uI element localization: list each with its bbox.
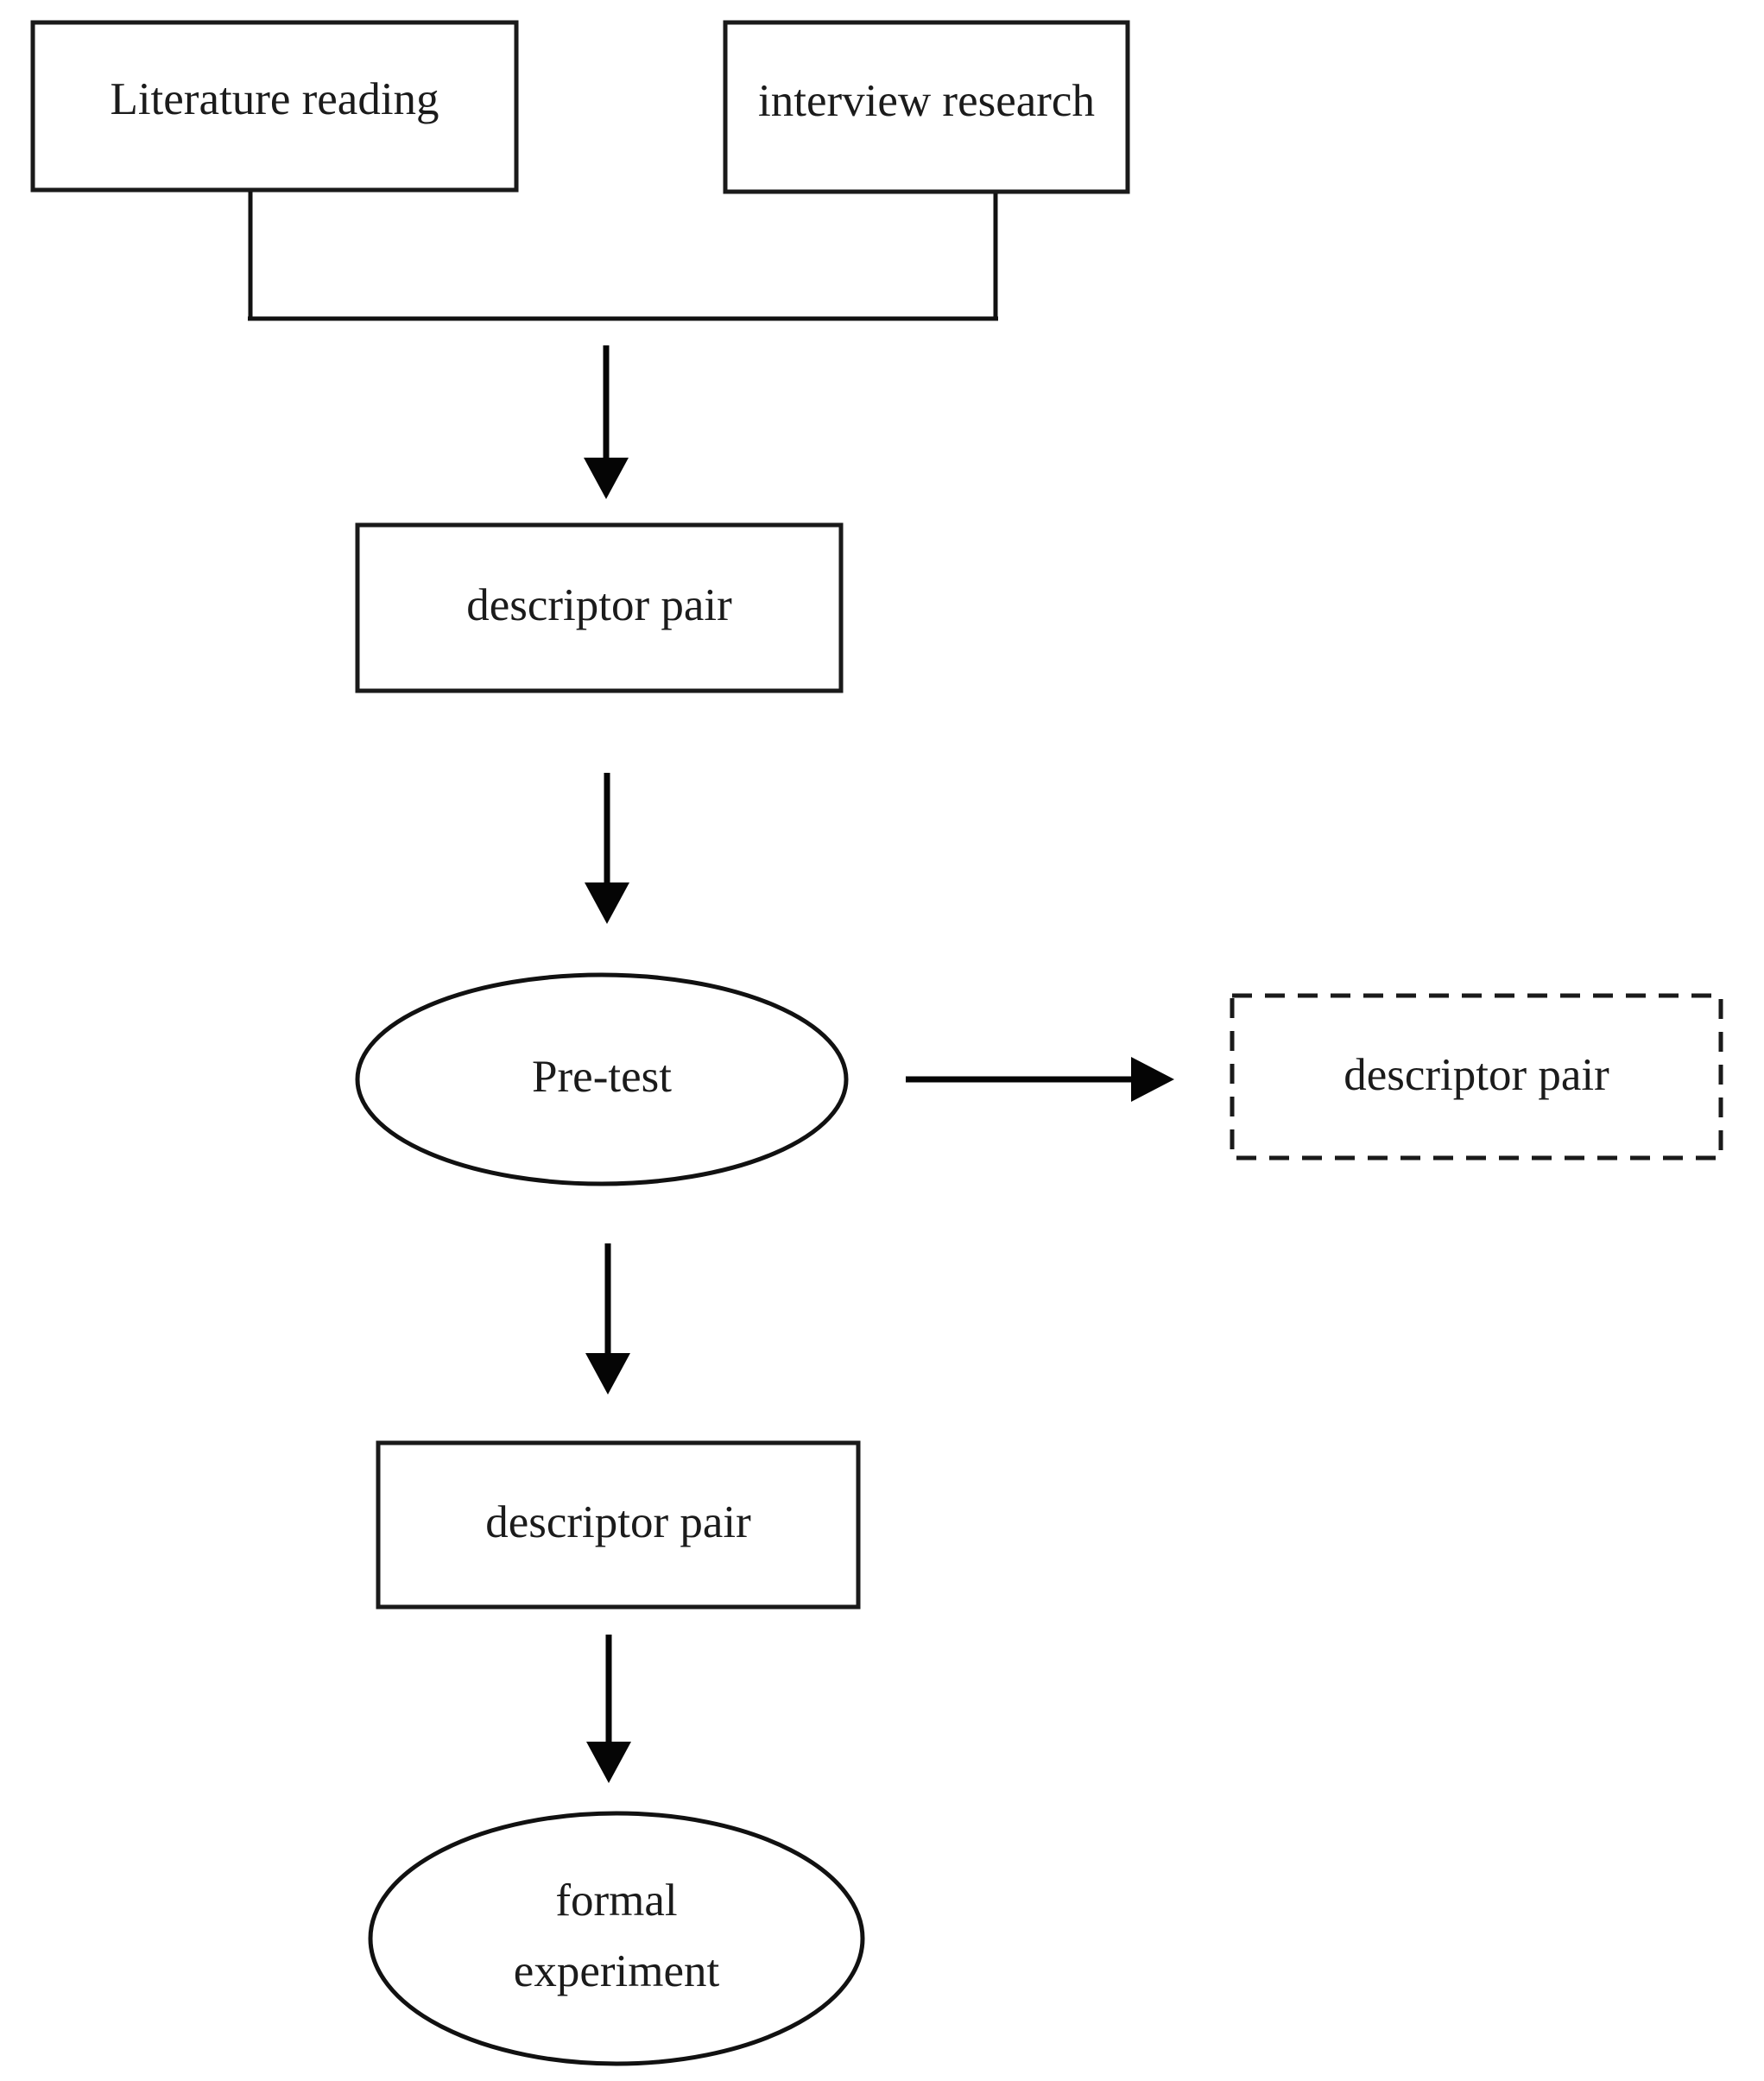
edge-merge-arrow [584,345,629,499]
edge-bracket-merge [248,192,998,321]
interview-research-label: interview research [758,76,1095,126]
edge-dp2-formal-arrow [586,1635,631,1783]
edge-pretest-dp2-arrow [585,1243,630,1395]
edge-dp1-pretest-arrow [585,773,629,924]
node-descriptor-pair-2[interactable]: descriptor pair [376,1440,861,1610]
node-formal-experiment[interactable]: formal experiment [368,1811,865,2066]
descriptor-pair-2-box[interactable] [376,1440,861,1610]
literature-reading-label: Literature reading [110,74,439,124]
formal-experiment-ellipse[interactable] [368,1811,865,2066]
pre-test-label: Pre-test [532,1052,672,1102]
formal-experiment-label-line2: experiment [514,1946,720,1996]
node-pre-test[interactable]: Pre-test [355,972,849,1186]
node-interview-research[interactable]: interview research [723,20,1130,194]
descriptor-pair-output-box[interactable] [1230,993,1723,1161]
dp2-formal-arrow-head [586,1742,631,1783]
interview-research-box[interactable] [723,20,1130,194]
pretest-output-arrow-head [1131,1057,1174,1102]
node-literature-reading[interactable]: Literature reading [30,20,519,193]
node-descriptor-pair-1[interactable]: descriptor pair [355,522,844,693]
pre-test-ellipse[interactable] [355,972,849,1186]
literature-reading-box[interactable] [30,20,519,193]
edge-pretest-output-arrow [906,1057,1174,1102]
node-descriptor-pair-output[interactable]: descriptor pair [1230,993,1723,1161]
descriptor-pair-2-label: descriptor pair [485,1497,751,1547]
pretest-dp2-arrow-head [585,1353,630,1395]
descriptor-pair-1-box[interactable] [355,522,844,693]
merge-arrow-head [584,458,629,499]
descriptor-pair-output-label: descriptor pair [1344,1050,1609,1100]
dp1-pretest-arrow-head [585,882,629,924]
formal-experiment-label-line1: formal [555,1875,677,1926]
descriptor-pair-1-label: descriptor pair [466,580,732,630]
